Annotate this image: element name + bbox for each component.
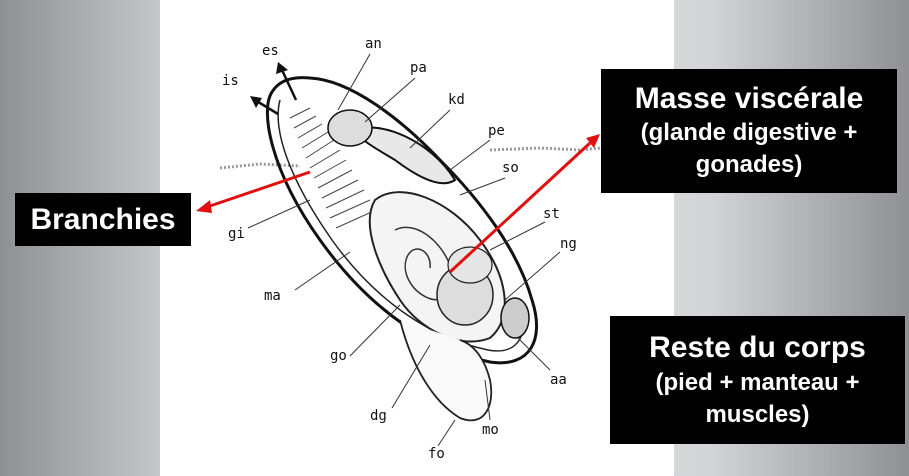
posterior-adductor — [328, 110, 372, 146]
abbr-dg: dg — [370, 408, 387, 424]
label-reste-detail-2: muscles) — [610, 399, 905, 431]
abbr-an: an — [365, 36, 382, 52]
abbr-is: is — [222, 73, 239, 89]
bivalve-anatomy-figure: an es is pa kd pe so st ng gi ma go aa d… — [160, 0, 674, 476]
label-masse-title: Masse viscérale — [601, 81, 897, 117]
label-branchies-text: Branchies — [15, 203, 191, 237]
label-masse-detail-1: (glande digestive + — [601, 117, 897, 149]
label-reste-title: Reste du corps — [610, 329, 905, 367]
label-masse-detail-2: gonades) — [601, 149, 897, 181]
abbr-aa: aa — [550, 372, 567, 388]
abbr-kd: kd — [448, 92, 465, 108]
abbr-go: go — [330, 348, 347, 364]
abbr-fo: fo — [428, 446, 445, 462]
label-branchies: Branchies — [15, 193, 191, 246]
abbr-pa: pa — [410, 60, 427, 76]
abbr-mo: mo — [482, 422, 499, 438]
abbr-ma: ma — [264, 288, 281, 304]
stomach — [448, 247, 492, 283]
abbr-pe: pe — [488, 123, 505, 139]
label-reste-du-corps: Reste du corps (pied + manteau + muscles… — [610, 316, 905, 444]
abbr-ng: ng — [560, 236, 577, 252]
exhalant-arrow — [282, 70, 296, 100]
abbr-gi: gi — [228, 226, 245, 242]
abbr-so: so — [502, 160, 519, 176]
anterior-adductor — [501, 298, 529, 338]
bivalve-drawing: an es is pa kd pe so st ng gi ma go aa d… — [160, 0, 674, 476]
abbr-st: st — [543, 206, 560, 222]
label-reste-detail-1: (pied + manteau + — [610, 367, 905, 399]
abbr-es: es — [262, 43, 279, 59]
label-masse-viscerale: Masse viscérale (glande digestive + gona… — [601, 69, 897, 193]
